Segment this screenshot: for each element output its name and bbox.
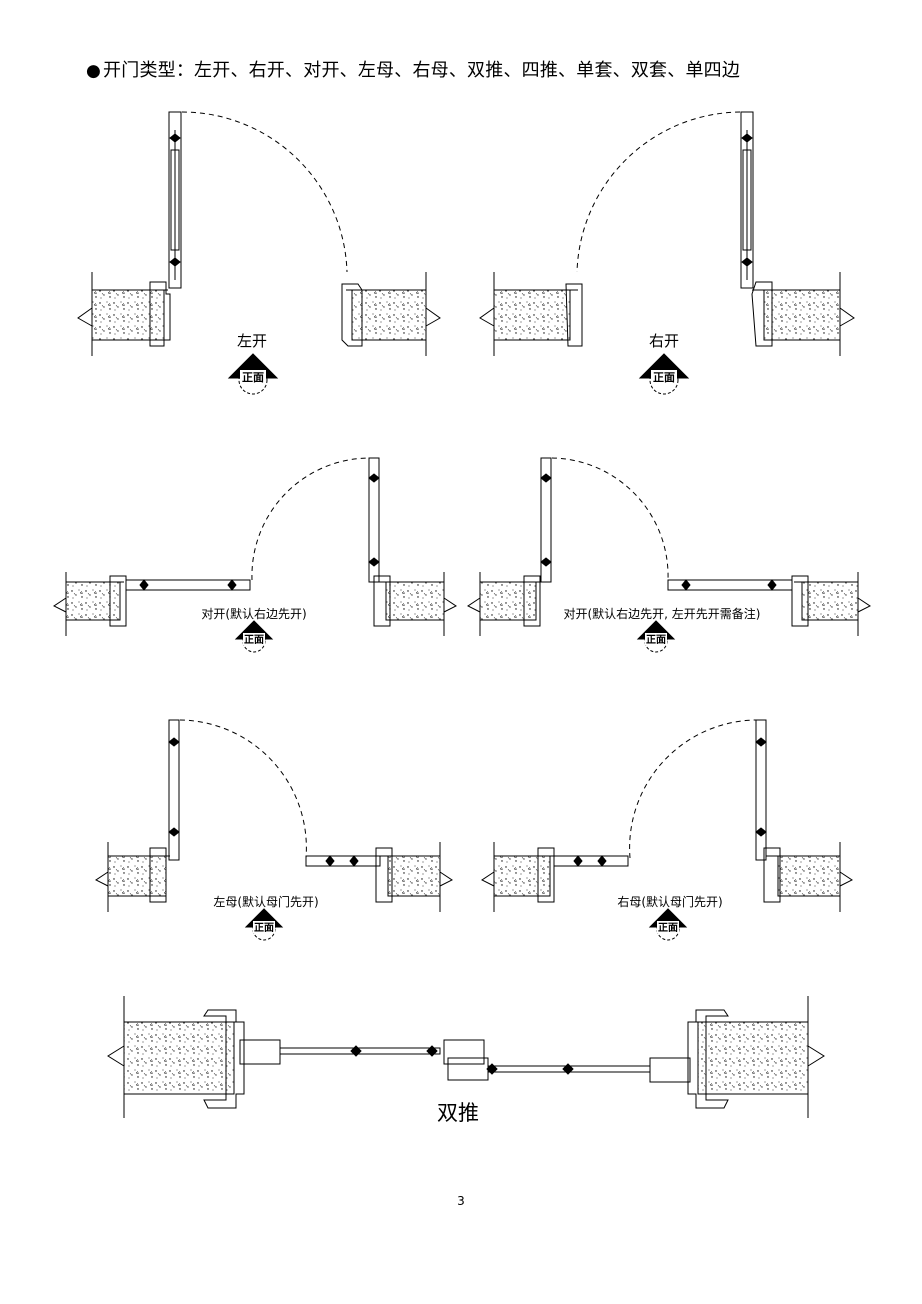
swing-arc: [179, 719, 307, 859]
front-mark-text: 正面: [244, 634, 264, 646]
front-mark-icon: 正面: [227, 353, 279, 395]
swing-arc: [551, 457, 669, 581]
label-right-open: 右开: [649, 332, 679, 350]
front-mark-text: 正面: [658, 922, 678, 934]
diagram-double-sliding: 双推: [107, 996, 825, 1125]
door-leaf-right: [667, 579, 793, 591]
wall-left: [53, 572, 127, 636]
wall-left: [479, 272, 583, 356]
front-mark-icon: 正面: [244, 908, 284, 941]
wall-right: [341, 272, 441, 356]
wall-left: [95, 842, 170, 912]
wall-right: [373, 572, 457, 636]
door-leaf-child: [305, 855, 381, 867]
door-leaf: [740, 111, 754, 289]
wall-left: [467, 572, 542, 636]
wall-right: [751, 272, 855, 356]
door-leaf-left: [540, 457, 552, 583]
sliding-leaf-left: [239, 1039, 485, 1065]
bullet-icon: ●: [86, 61, 102, 81]
header-text: 开门类型：左开、右开、对开、左母、右母、双推、四推、单套、双套、单四边: [103, 60, 741, 81]
wall-right: [375, 842, 453, 912]
front-mark-icon: 正面: [636, 620, 676, 653]
front-mark-text: 正面: [254, 922, 274, 934]
front-mark-text: 正面: [242, 371, 264, 384]
front-mark-icon: 正面: [638, 353, 690, 395]
diagram-double-open-b: 对开(默认右边先开, 左开先开需备注) 正面: [467, 457, 871, 653]
swing-arc: [181, 111, 348, 273]
front-mark-text: 正面: [646, 634, 666, 646]
wall-left: [107, 996, 245, 1118]
front-mark-icon: 正面: [648, 908, 688, 941]
swing-arc: [251, 457, 371, 581]
door-leaf-mother: [168, 719, 180, 861]
label-left-mother: 左母(默认母门先开): [213, 894, 318, 909]
frame-left: [149, 281, 171, 347]
wall-right: [687, 996, 825, 1118]
label-double-open-b: 对开(默认右边先开, 左开先开需备注): [564, 606, 761, 621]
door-leaf-left: [125, 579, 251, 591]
wall-left: [77, 272, 168, 356]
front-mark-text: 正面: [653, 371, 675, 384]
diagram-left-mother: 左母(默认母门先开) 正面: [95, 719, 453, 941]
door-leaf-right: [368, 457, 380, 583]
swing-arc: [629, 719, 757, 859]
page-number: 3: [457, 1194, 465, 1208]
label-right-mother: 右母(默认母门先开): [617, 894, 722, 909]
door-leaf-mother: [755, 719, 767, 861]
swing-arc: [576, 111, 741, 273]
label-double-sliding: 双推: [437, 1101, 479, 1125]
diagram-double-open-a: 对开(默认右边先开) 正面: [53, 457, 457, 653]
wall-right: [763, 842, 853, 912]
wall-left: [481, 842, 556, 912]
diagram-left-open: 左开 正面: [77, 111, 441, 395]
wall-right: [791, 572, 871, 636]
sliding-leaf-right: [447, 1057, 691, 1083]
page-header: ●开门类型：左开、右开、对开、左母、右母、双推、四推、单套、双套、单四边: [86, 56, 740, 82]
door-leaf-child: [553, 855, 629, 867]
front-mark-icon: 正面: [234, 620, 274, 653]
diagram-right-open: 右开 正面: [479, 111, 855, 395]
label-double-open-a: 对开(默认右边先开): [201, 606, 306, 621]
label-left-open: 左开: [237, 332, 267, 350]
door-leaf: [168, 111, 182, 289]
diagram-right-mother: 右母(默认母门先开) 正面: [481, 719, 853, 941]
